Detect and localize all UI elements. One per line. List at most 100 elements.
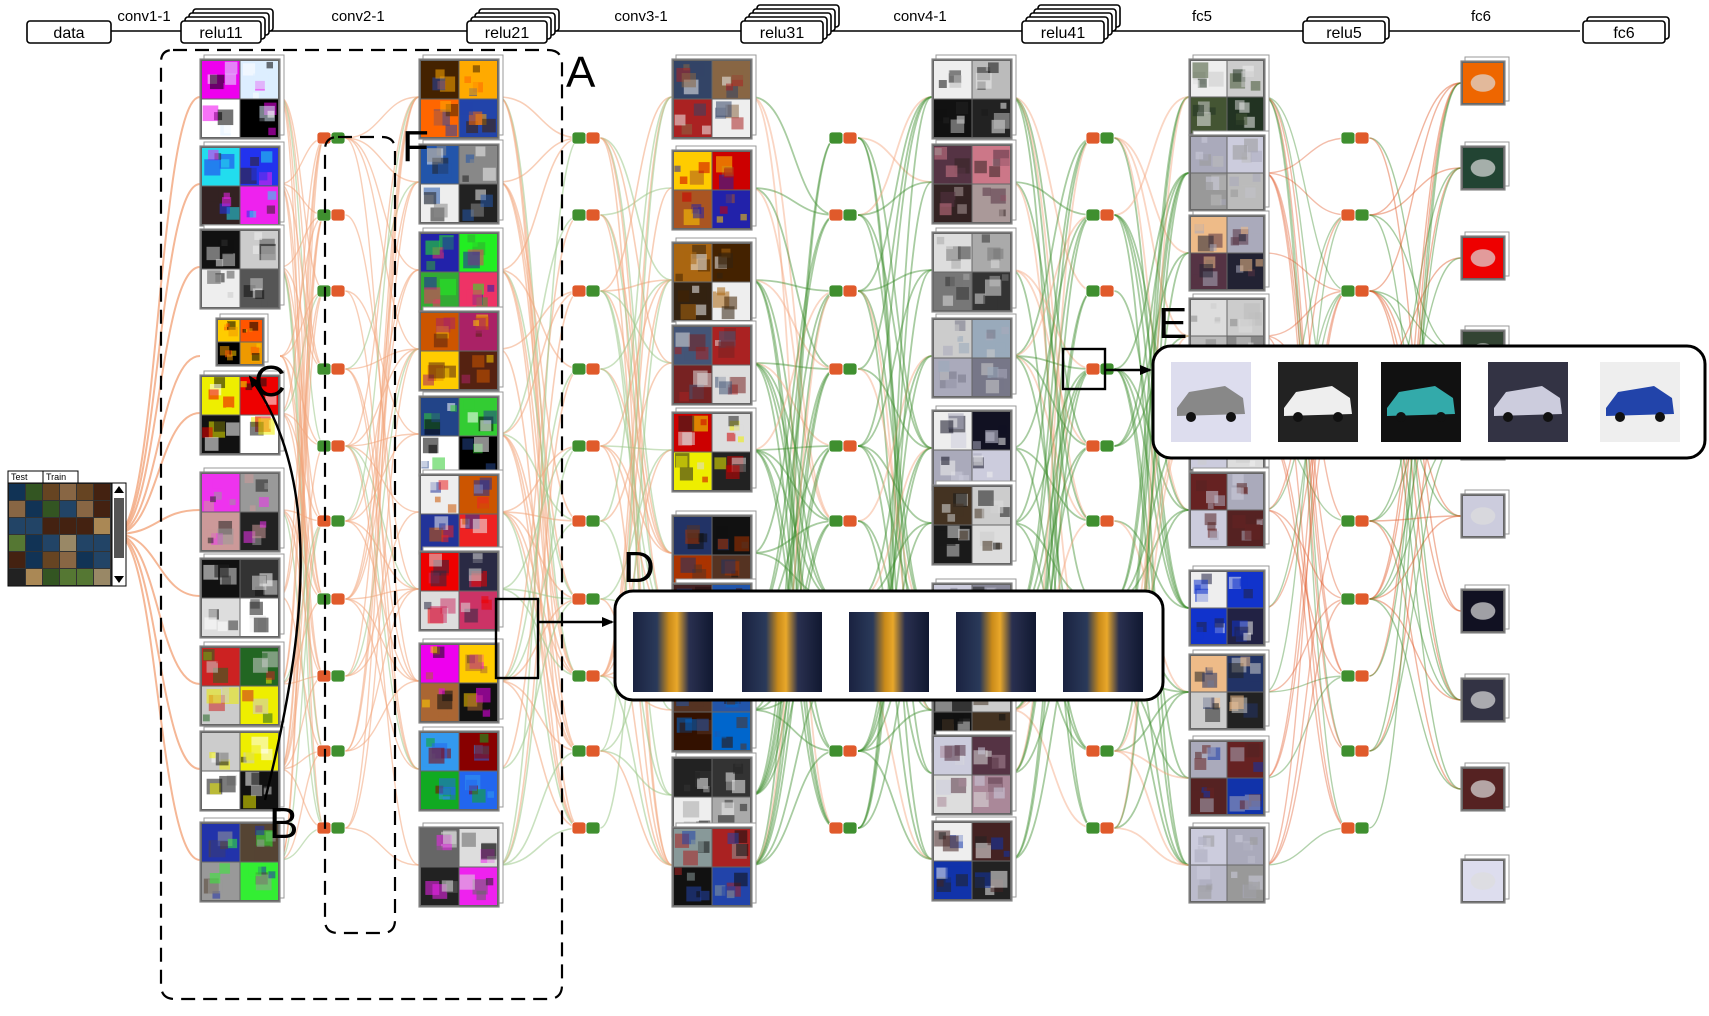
activation-thumbnail[interactable] bbox=[418, 139, 504, 225]
activation-thumbnail[interactable] bbox=[671, 407, 757, 493]
aggregate-node[interactable] bbox=[828, 821, 858, 835]
aggregate-node[interactable] bbox=[1340, 514, 1370, 528]
aggregate-node[interactable] bbox=[571, 514, 601, 528]
activation-thumbnail[interactable] bbox=[931, 730, 1017, 816]
aggregate-node[interactable] bbox=[1085, 821, 1115, 835]
aggregate-node[interactable] bbox=[1340, 208, 1370, 222]
aggregate-node[interactable] bbox=[571, 131, 601, 145]
activation-thumbnail[interactable] bbox=[199, 141, 285, 227]
aggregate-node[interactable] bbox=[828, 744, 858, 758]
aggregate-node[interactable] bbox=[571, 439, 601, 453]
activation-thumbnail[interactable] bbox=[671, 145, 757, 231]
aggregate-node[interactable] bbox=[571, 284, 601, 298]
activation-thumbnail[interactable] bbox=[418, 469, 504, 555]
activation-thumbnail[interactable] bbox=[1188, 735, 1270, 817]
layer-header-fc6[interactable]: fc6 bbox=[1582, 16, 1670, 44]
activation-thumbnail[interactable] bbox=[1460, 489, 1510, 539]
aggregate-node[interactable] bbox=[1085, 744, 1115, 758]
aggregate-node[interactable] bbox=[571, 744, 601, 758]
aggregate-node[interactable] bbox=[571, 592, 601, 606]
aggregate-node[interactable] bbox=[1085, 439, 1115, 453]
scroll-thumb[interactable] bbox=[114, 498, 124, 558]
activation-thumbnail[interactable] bbox=[931, 54, 1017, 140]
activation-thumbnail[interactable] bbox=[418, 54, 504, 140]
activation-thumbnail[interactable] bbox=[1460, 584, 1510, 634]
aggregate-node[interactable] bbox=[1340, 744, 1370, 758]
activation-thumbnail[interactable] bbox=[671, 822, 757, 908]
aggregate-node[interactable] bbox=[828, 514, 858, 528]
aggregate-node[interactable] bbox=[1340, 669, 1370, 683]
aggregate-node[interactable] bbox=[571, 669, 601, 683]
activation-thumbnail[interactable] bbox=[199, 641, 285, 727]
aggregate-node[interactable] bbox=[828, 208, 858, 222]
scroll-up-icon[interactable] bbox=[114, 486, 124, 493]
aggregate-node[interactable] bbox=[828, 362, 858, 376]
aggregate-node[interactable] bbox=[571, 208, 601, 222]
aggregate-node[interactable] bbox=[316, 362, 346, 376]
layer-header-relu11[interactable]: relu11 bbox=[180, 8, 274, 44]
aggregate-node[interactable] bbox=[316, 592, 346, 606]
activation-thumbnail[interactable] bbox=[418, 546, 504, 632]
aggregate-node[interactable] bbox=[316, 514, 346, 528]
activation-thumbnail[interactable] bbox=[931, 816, 1017, 902]
aggregate-node[interactable] bbox=[1085, 284, 1115, 298]
activation-thumbnail[interactable] bbox=[1188, 467, 1270, 549]
activation-thumbnail[interactable] bbox=[1460, 141, 1510, 191]
aggregate-node[interactable] bbox=[571, 821, 601, 835]
activation-thumbnail[interactable] bbox=[199, 467, 285, 553]
activation-thumbnail[interactable] bbox=[1460, 231, 1510, 281]
activation-thumbnail[interactable] bbox=[1188, 565, 1270, 647]
aggregate-node[interactable] bbox=[1340, 284, 1370, 298]
activation-thumbnail[interactable] bbox=[1460, 854, 1510, 904]
layer-header-data[interactable]: data bbox=[26, 20, 112, 44]
aggregate-node[interactable] bbox=[316, 821, 346, 835]
dataset-image-grid[interactable] bbox=[7, 482, 113, 587]
activation-thumbnail[interactable] bbox=[1460, 56, 1510, 106]
aggregate-node[interactable] bbox=[1085, 208, 1115, 222]
callout-panel-e[interactable] bbox=[1151, 344, 1707, 460]
activation-thumbnail[interactable] bbox=[215, 313, 269, 367]
aggregate-node[interactable] bbox=[571, 362, 601, 376]
activation-thumbnail[interactable] bbox=[1188, 54, 1270, 136]
activation-thumbnail[interactable] bbox=[931, 227, 1017, 313]
activation-thumbnail[interactable] bbox=[1460, 673, 1510, 723]
layer-header-relu31[interactable]: relu31 bbox=[740, 4, 840, 44]
layer-header-relu21[interactable]: relu21 bbox=[466, 8, 560, 44]
activation-thumbnail[interactable] bbox=[931, 405, 1017, 491]
activation-thumbnail[interactable] bbox=[418, 638, 504, 724]
activation-thumbnail[interactable] bbox=[418, 822, 504, 908]
aggregate-node[interactable] bbox=[828, 284, 858, 298]
activation-thumbnail[interactable] bbox=[199, 817, 285, 903]
activation-thumbnail[interactable] bbox=[931, 313, 1017, 399]
activation-thumbnail[interactable] bbox=[199, 54, 285, 140]
aggregate-node[interactable] bbox=[316, 439, 346, 453]
activation-thumbnail[interactable] bbox=[199, 224, 285, 310]
activation-thumbnail[interactable] bbox=[931, 139, 1017, 225]
scroll-down-icon[interactable] bbox=[114, 576, 124, 583]
activation-thumbnail[interactable] bbox=[1188, 822, 1270, 904]
activation-thumbnail[interactable] bbox=[199, 553, 285, 639]
aggregate-node[interactable] bbox=[316, 284, 346, 298]
aggregate-node[interactable] bbox=[1085, 131, 1115, 145]
aggregate-node[interactable] bbox=[1340, 131, 1370, 145]
activation-thumbnail[interactable] bbox=[1188, 649, 1270, 731]
activation-thumbnail[interactable] bbox=[418, 227, 504, 313]
aggregate-node[interactable] bbox=[1340, 592, 1370, 606]
aggregate-node[interactable] bbox=[316, 744, 346, 758]
callout-panel-d[interactable] bbox=[613, 589, 1165, 702]
activation-thumbnail[interactable] bbox=[199, 726, 285, 812]
activation-thumbnail[interactable] bbox=[1188, 210, 1270, 292]
activation-thumbnail[interactable] bbox=[1460, 762, 1510, 812]
aggregate-node[interactable] bbox=[316, 208, 346, 222]
activation-thumbnail[interactable] bbox=[671, 320, 757, 406]
aggregate-node[interactable] bbox=[1085, 514, 1115, 528]
aggregate-node[interactable] bbox=[1340, 821, 1370, 835]
aggregate-node[interactable] bbox=[828, 131, 858, 145]
layer-header-relu5[interactable]: relu5 bbox=[1302, 16, 1390, 44]
activation-thumbnail[interactable] bbox=[1188, 130, 1270, 212]
aggregate-node[interactable] bbox=[316, 669, 346, 683]
aggregate-node[interactable] bbox=[828, 439, 858, 453]
activation-thumbnail[interactable] bbox=[671, 237, 757, 323]
layer-header-relu41[interactable]: relu41 bbox=[1021, 4, 1121, 44]
activation-thumbnail[interactable] bbox=[671, 54, 757, 140]
